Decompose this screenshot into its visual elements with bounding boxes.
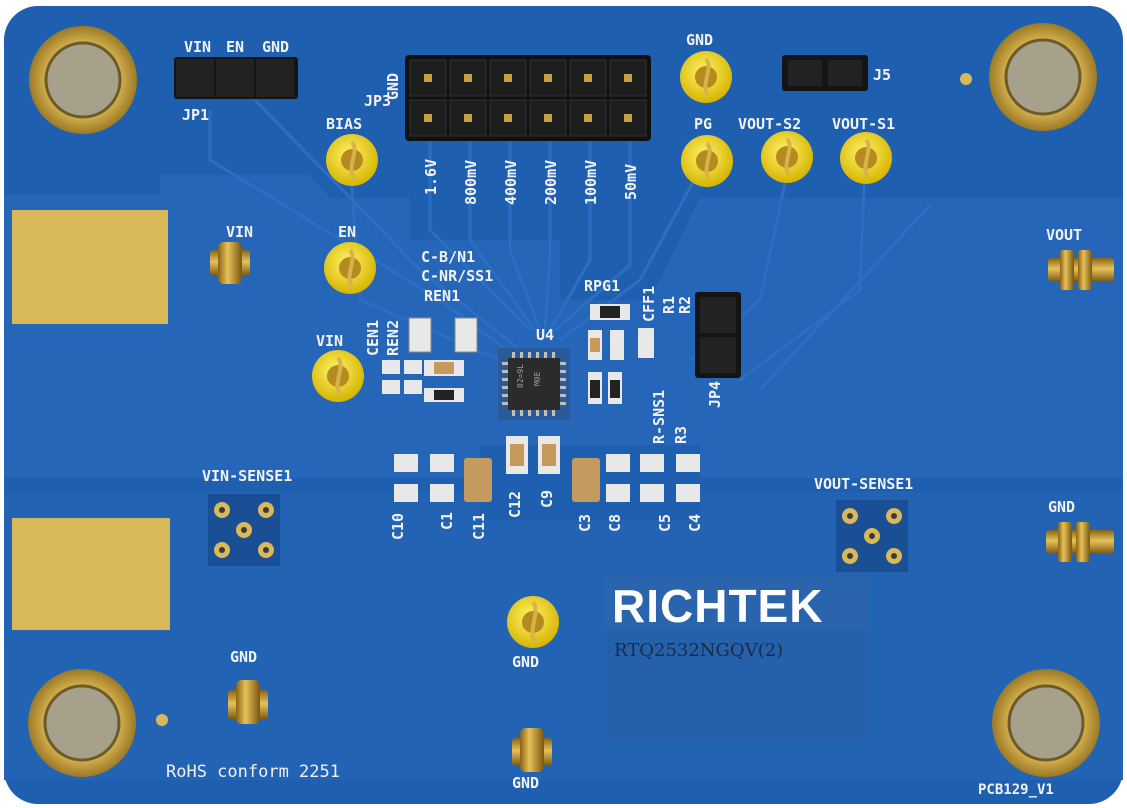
capacitor-labels: C10 C1 C11 C12 C9 C3 C8 C5 C4 [389, 490, 704, 540]
mounting-hole-top-left [29, 26, 137, 134]
mounting-hole-bottom-right [992, 669, 1100, 777]
bias-test-point[interactable] [326, 134, 378, 186]
cb-n1-label: C-B/N1 [421, 248, 475, 266]
cnr-ss1-label: C-NR/SS1 [421, 267, 493, 285]
jp1-gnd-label: GND [262, 38, 289, 56]
ren1-label: REN1 [424, 287, 460, 305]
gnd-bottom-label: GND [512, 774, 539, 792]
en-test-point[interactable] [324, 242, 376, 294]
r-sns1-label: R-SNS1 [650, 390, 668, 444]
jp3-header[interactable] [405, 55, 651, 141]
vout-label: VOUT [1046, 226, 1082, 244]
vin-post-label: VIN [226, 223, 253, 241]
gnd-bottom-left-label: GND [230, 648, 257, 666]
sticker-area [606, 630, 868, 740]
vout-s1-test-point[interactable] [840, 132, 892, 184]
j5-header[interactable] [782, 55, 868, 91]
c5-label: C5 [656, 514, 674, 532]
jp1-header[interactable] [174, 57, 298, 99]
jp3-option-1v6: 1.6V [422, 159, 440, 195]
ic-marking-1: 02=9L [516, 364, 525, 388]
copper-pour-top [4, 175, 1123, 478]
vin-copper-pad [12, 210, 168, 324]
gnd-bottom-left-post[interactable] [228, 680, 268, 724]
vin-tp-label: VIN [316, 332, 343, 350]
r1-label: R1 [660, 296, 678, 314]
jp3-option-400mv: 400mV [502, 160, 520, 205]
jp3-option-200mv: 200mV [542, 160, 560, 205]
jp3-gnd-label: GND [384, 73, 402, 100]
vout-s2-test-point[interactable] [761, 131, 813, 183]
vout-s1-label: VOUT-S1 [832, 115, 895, 133]
c3-label: C3 [576, 514, 594, 532]
pcb-traces [208, 98, 932, 392]
vout-s2-label: VOUT-S2 [738, 115, 801, 133]
ic-marking-2: M0E [533, 371, 542, 386]
vin-sense-header[interactable] [208, 494, 280, 566]
vin-test-point[interactable] [312, 350, 364, 402]
gnd-top-test-point[interactable] [680, 51, 732, 103]
jp4-label: JP4 [706, 381, 724, 408]
cen1-label: CEN1 [364, 320, 382, 356]
vout-sense-label: VOUT-SENSE1 [814, 475, 913, 493]
bias-label: BIAS [326, 115, 362, 133]
gnd-center-label: GND [512, 653, 539, 671]
gnd-center-test-point[interactable] [507, 596, 559, 648]
part-number: RTQ2532NGQV(2) [614, 640, 783, 661]
pcb-id-label: PCB129_V1 [978, 782, 1054, 798]
jp3-label: JP3 [364, 92, 391, 110]
ren2-label: REN2 [384, 320, 402, 356]
gnd-right-post[interactable] [1046, 522, 1114, 562]
gnd-bottom-post[interactable] [512, 728, 552, 772]
c8-label: C8 [606, 514, 624, 532]
fiducial-mark [960, 73, 972, 85]
pg-test-point[interactable] [681, 135, 733, 187]
mounting-hole-bottom-left [28, 669, 136, 777]
c4-label: C4 [686, 514, 704, 532]
jp4-header[interactable] [695, 292, 741, 378]
c10-label: C10 [389, 513, 407, 540]
c12-label: C12 [506, 491, 524, 518]
u4-ic [498, 348, 570, 420]
jp1-vin-label: VIN [184, 38, 211, 56]
brand-logo: RICHTEK [612, 580, 823, 632]
rohs-label: RoHS conform 2251 [166, 762, 340, 782]
gnd-copper-pad [12, 518, 170, 630]
vout-post[interactable] [1048, 250, 1114, 290]
j5-label: J5 [873, 66, 891, 84]
jp3-option-100mv: 100mV [582, 160, 600, 205]
r2-label: R2 [676, 296, 694, 314]
jp3-option-50mv: 50mV [622, 164, 640, 200]
vin-post[interactable] [210, 242, 250, 284]
jp1-label: JP1 [182, 106, 209, 124]
pg-label: PG [694, 115, 712, 133]
jp3-option-labels: 1.6V 800mV 400mV 200mV 100mV 50mV [422, 159, 640, 205]
vout-sense-header[interactable] [836, 500, 908, 572]
cff1-label: CFF1 [640, 286, 658, 322]
gnd-top-label: GND [686, 31, 713, 49]
fiducial-mark [156, 714, 168, 726]
jp3-option-800mv: 800mV [462, 160, 480, 205]
jp1-en-label: EN [226, 38, 244, 56]
u4-label: U4 [536, 326, 554, 344]
c1-label: C1 [438, 512, 456, 530]
passive-components [382, 304, 700, 502]
mounting-hole-top-right [989, 23, 1097, 131]
c11-label: C11 [470, 513, 488, 540]
c9-label: C9 [538, 490, 556, 508]
en-label: EN [338, 223, 356, 241]
gnd-right-label: GND [1048, 498, 1075, 516]
r3-label: R3 [672, 426, 690, 444]
copper-pour-bottom [4, 492, 1123, 780]
vin-sense-label: VIN-SENSE1 [202, 467, 292, 485]
rpg1-label: RPG1 [584, 277, 620, 295]
